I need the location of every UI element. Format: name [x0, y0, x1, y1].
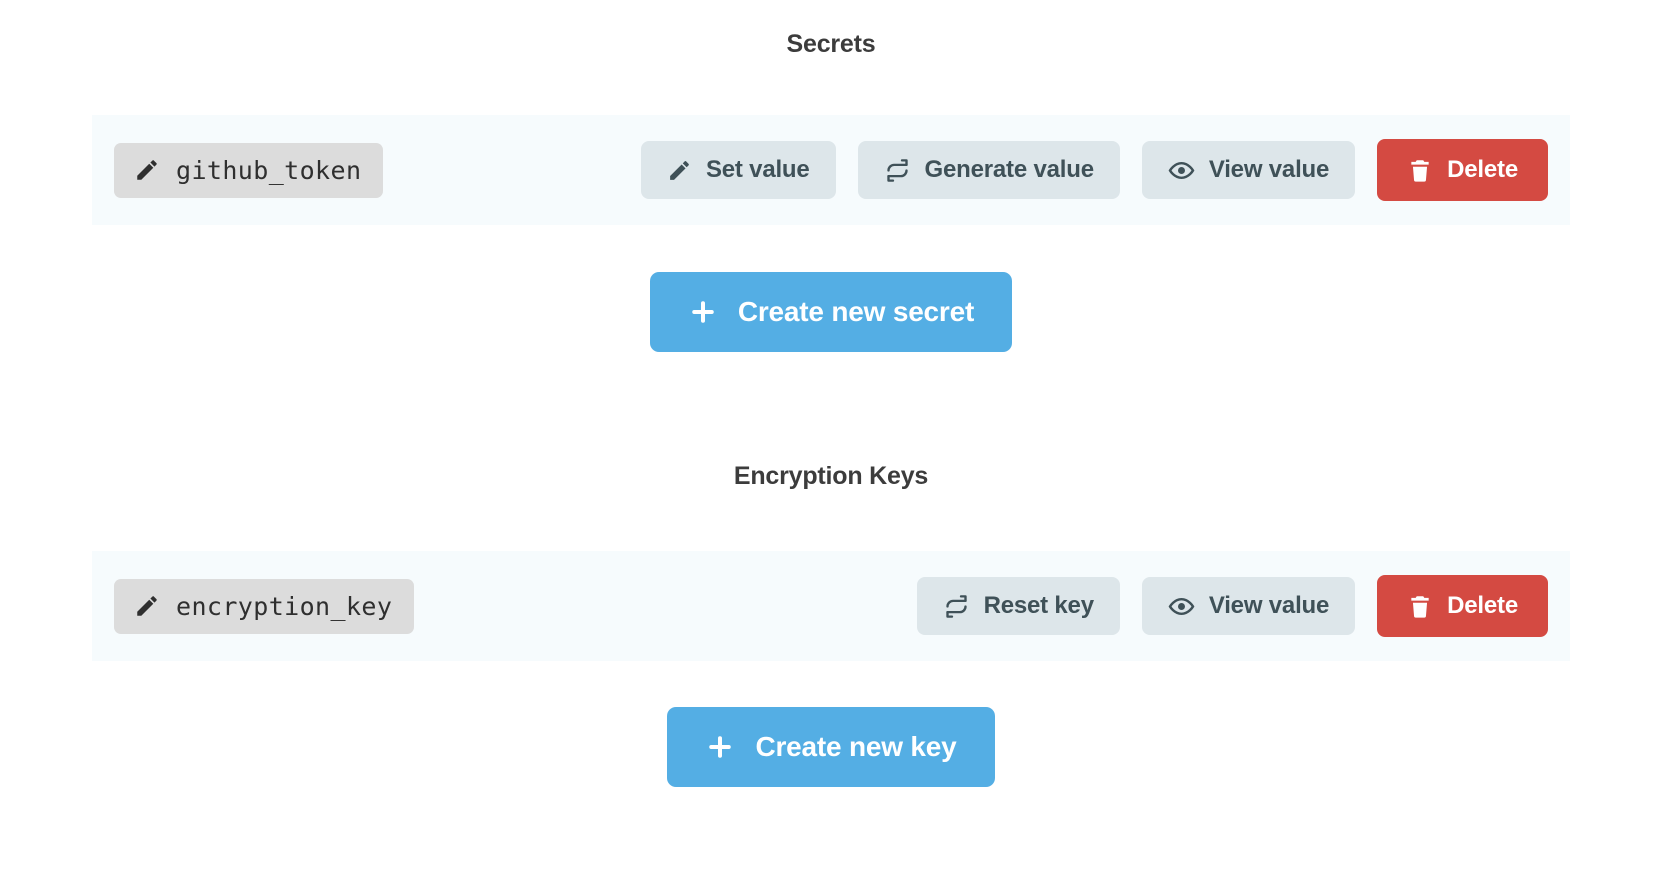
encryption-key-name-label: encryption_key	[176, 591, 393, 621]
encryption-key-name-chip[interactable]: encryption_key	[114, 578, 415, 634]
create-new-key-button[interactable]: Create new key	[667, 707, 995, 787]
set-value-label: Set value	[705, 156, 810, 183]
create-new-secret-label: Create new secret	[737, 296, 975, 327]
create-new-secret-button[interactable]: Create new secret	[649, 272, 1013, 352]
delete-secret-label: Delete	[1447, 156, 1518, 183]
refresh-icon	[884, 157, 911, 184]
view-key-value-label: View value	[1208, 592, 1330, 619]
view-value-button[interactable]: View value	[1141, 141, 1356, 199]
reset-key-button[interactable]: Reset key	[916, 577, 1120, 635]
pencil-icon	[667, 158, 692, 183]
secret-name-chip[interactable]: github_token	[114, 142, 384, 198]
plus-icon	[705, 732, 735, 762]
reset-key-label: Reset key	[983, 592, 1094, 619]
delete-secret-button[interactable]: Delete	[1377, 139, 1548, 201]
view-value-label: View value	[1208, 156, 1330, 183]
encryption-key-row: encryption_key Reset key View	[92, 551, 1570, 661]
pencil-icon	[134, 157, 160, 183]
delete-key-label: Delete	[1447, 592, 1518, 619]
create-secret-container: Create new secret	[0, 272, 1662, 352]
eye-icon	[1168, 593, 1195, 620]
generate-value-label: Generate value	[924, 156, 1094, 183]
pencil-icon	[134, 593, 160, 619]
delete-key-button[interactable]: Delete	[1377, 575, 1548, 637]
create-new-key-label: Create new key	[755, 731, 957, 762]
generate-value-button[interactable]: Generate value	[857, 141, 1120, 199]
secrets-section-heading: Secrets	[786, 30, 876, 58]
create-key-container: Create new key	[0, 707, 1662, 787]
secret-row: github_token Set value Generate value	[92, 115, 1570, 225]
set-value-button[interactable]: Set value	[640, 141, 836, 199]
view-key-value-button[interactable]: View value	[1141, 577, 1356, 635]
plus-icon	[688, 297, 718, 327]
encryption-keys-section-heading: Encryption Keys	[733, 462, 929, 490]
refresh-icon	[943, 593, 970, 620]
secret-name-label: github_token	[176, 155, 362, 185]
eye-icon	[1168, 157, 1195, 184]
trash-icon	[1407, 593, 1433, 619]
trash-icon	[1407, 157, 1433, 183]
